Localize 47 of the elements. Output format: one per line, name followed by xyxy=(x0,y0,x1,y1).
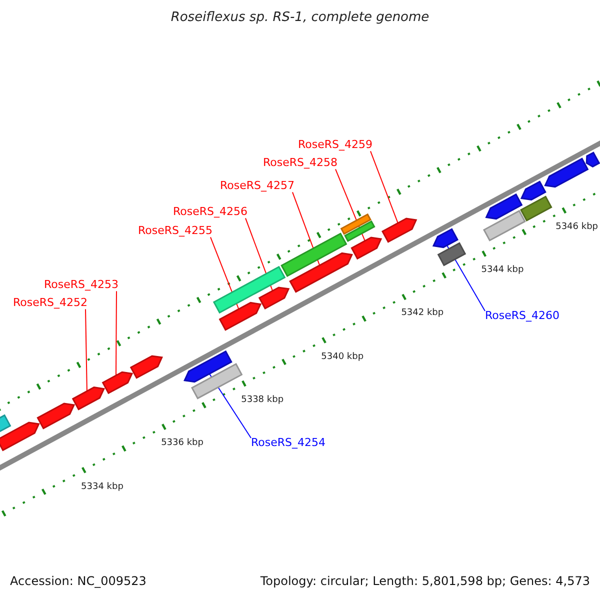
gene-block xyxy=(340,213,372,235)
gene-block xyxy=(280,232,348,278)
scale-label: 5346 kbp xyxy=(556,222,598,233)
gene-label: RoseRS_4256 xyxy=(173,205,248,218)
gene-block xyxy=(72,386,105,410)
gene-label: RoseRS_4257 xyxy=(220,179,294,192)
genome-summary-text: Topology: circular; Length: 5,801,598 bp; Genes: 4,573 xyxy=(260,574,590,588)
gene-label: RoseRS_4253 xyxy=(44,278,118,292)
scale-label: 5344 kbp xyxy=(481,265,524,276)
accession-text: Accession: NC_009523 xyxy=(10,574,146,588)
gene-block xyxy=(520,180,546,200)
gene-label: RoseRS_4258 xyxy=(263,156,338,170)
gene-block xyxy=(0,422,40,452)
chart-title: Roseiflexus sp. RS-1, complete genome xyxy=(170,10,430,26)
scale-label: 5340 kbp xyxy=(321,352,364,362)
gene-block xyxy=(212,266,286,314)
gene-label: RoseRS_4260 xyxy=(485,309,560,322)
gene-block xyxy=(184,350,232,383)
gene-block xyxy=(218,302,262,331)
gene-block xyxy=(482,210,526,242)
leader-line xyxy=(370,150,398,224)
gene-label: RoseRS_4254 xyxy=(251,436,326,450)
gene-block xyxy=(36,402,76,430)
gene-label: RoseRS_4259 xyxy=(298,138,372,152)
gene-block xyxy=(437,242,466,266)
gene-block xyxy=(289,252,353,293)
gene-block xyxy=(130,355,163,379)
scale-label: 5334 kbp xyxy=(81,482,124,492)
gene-block xyxy=(544,158,589,188)
scale-label: 5338 kbp xyxy=(241,394,284,406)
gene-block xyxy=(381,218,418,243)
leader-line xyxy=(85,308,88,392)
gene-block xyxy=(258,286,290,310)
leader-line xyxy=(115,290,117,376)
gene-block xyxy=(485,193,523,220)
gene-block xyxy=(190,362,243,400)
scale-label: 5342 kbp xyxy=(401,308,444,320)
gene-block xyxy=(520,196,552,222)
gene-label: RoseRS_4255 xyxy=(138,224,212,238)
leader-line xyxy=(335,168,366,242)
gene-block xyxy=(586,152,600,168)
gene-block xyxy=(102,371,134,394)
gene-label: RoseRS_4252 xyxy=(13,296,88,310)
scale-label: 5336 kbp xyxy=(161,438,204,450)
gene-block xyxy=(344,220,376,242)
gene-block xyxy=(432,228,459,248)
gene-block xyxy=(350,236,382,260)
